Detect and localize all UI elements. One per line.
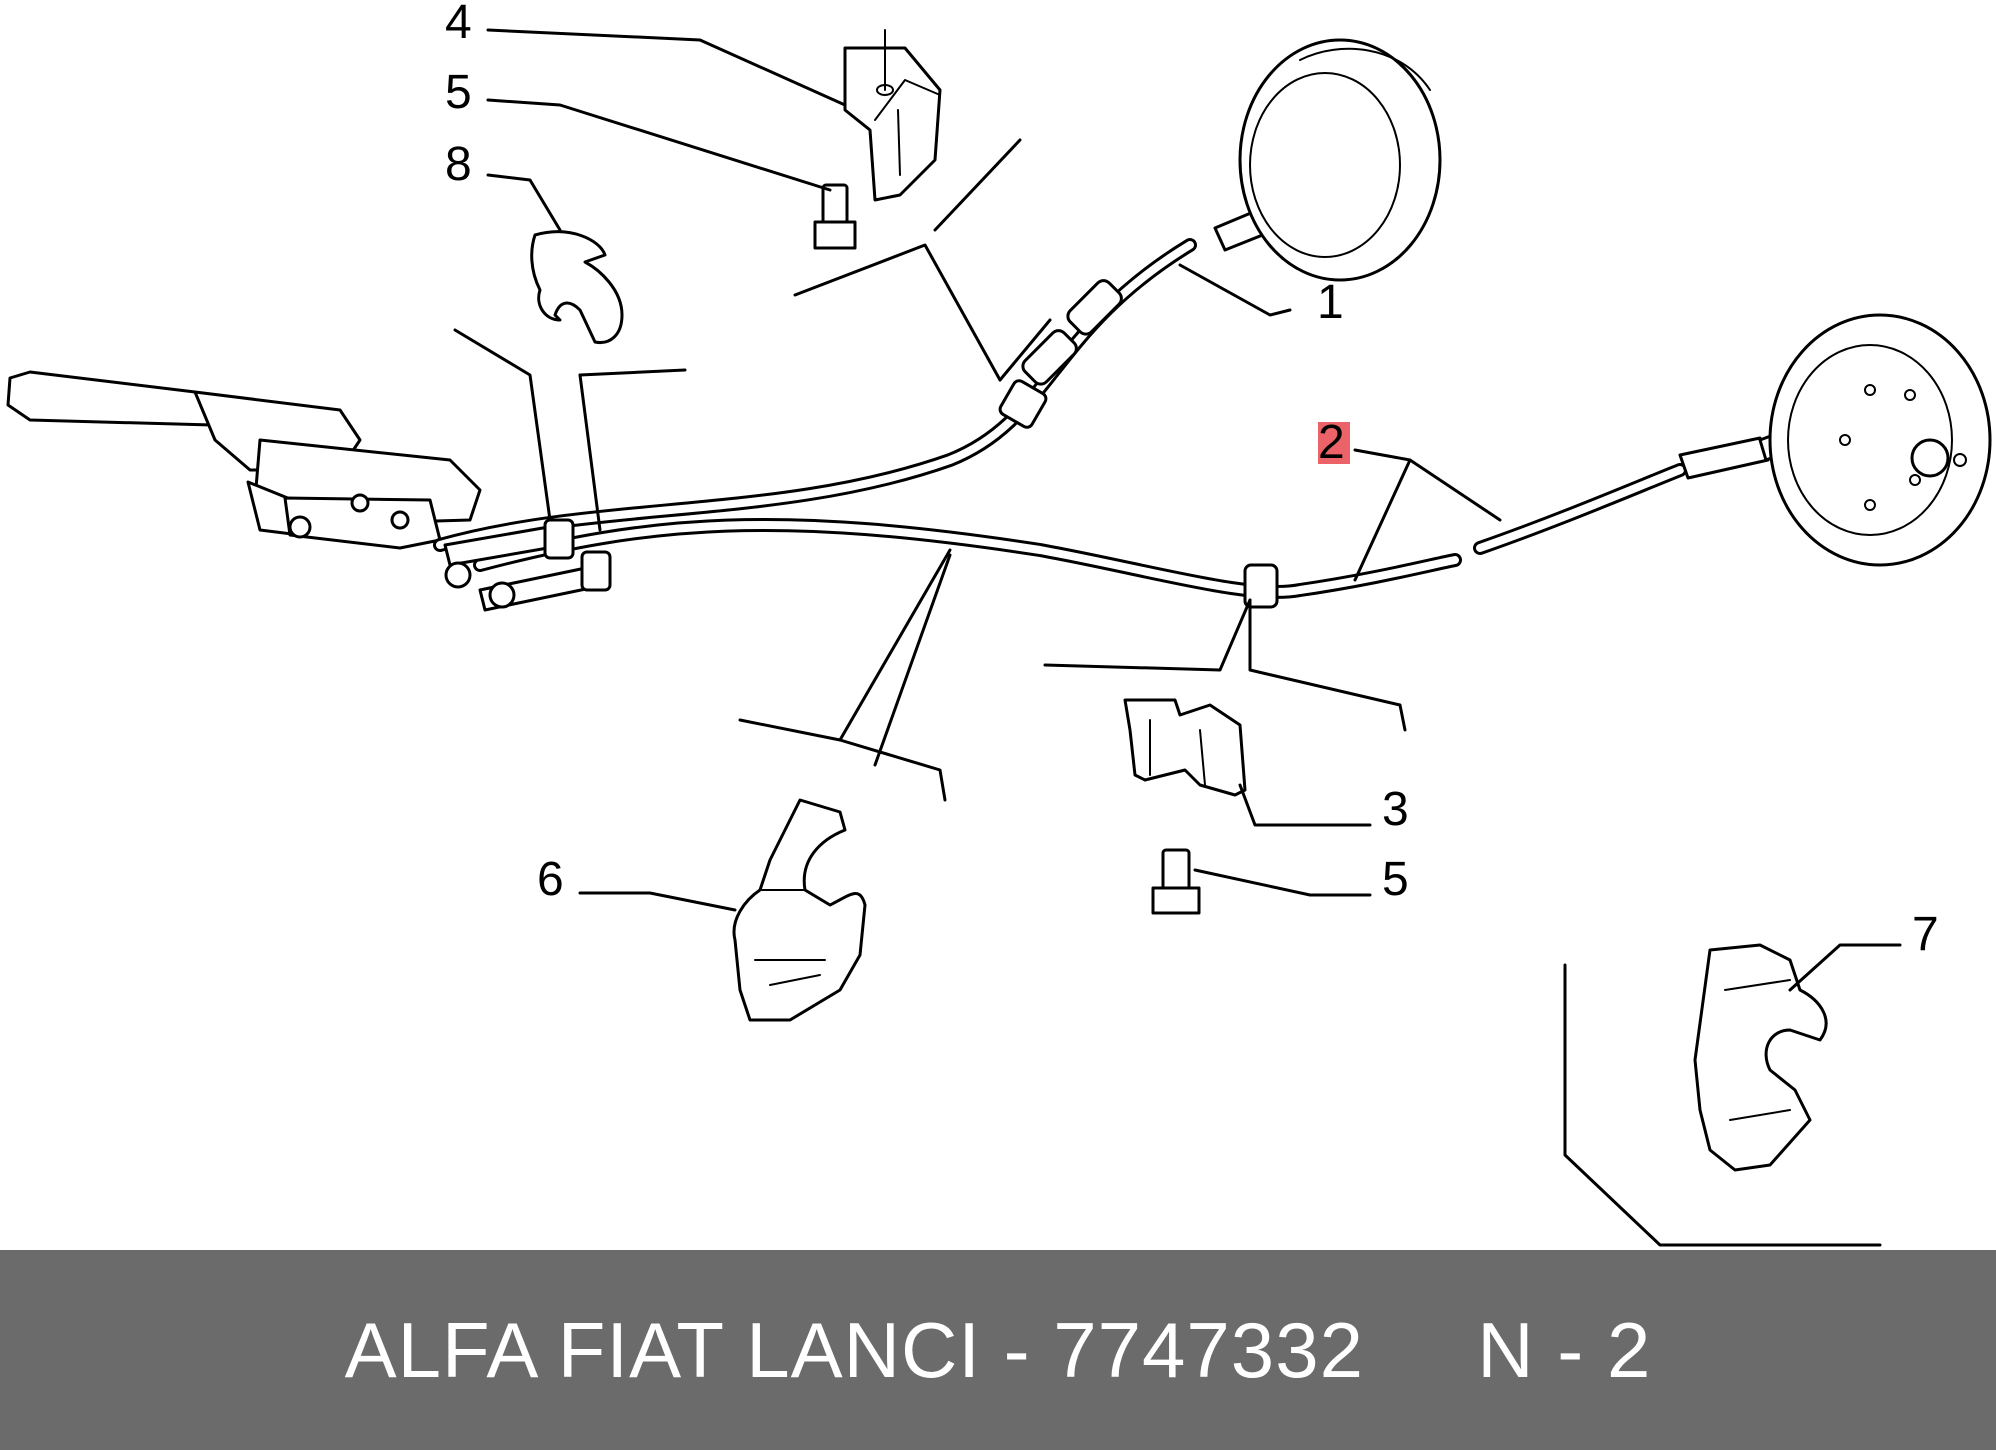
cable-part-2 <box>473 414 1808 609</box>
clip-part-8 <box>1693 943 1828 1172</box>
clip-part-3 <box>1123 698 1247 797</box>
part-number-footer: ALFA FIAT LANCI - 7747332 N - 2 <box>0 1250 1996 1450</box>
callout-7: 8 <box>445 138 472 191</box>
highlight-box <box>1318 422 1350 464</box>
brake-drum-lower <box>1768 313 1992 567</box>
handbrake-lever <box>6 370 482 550</box>
callout-4: 4 <box>445 0 472 49</box>
callout-5-lower: 5 <box>1382 853 1409 906</box>
part-number-text: ALFA FIAT LANCI - 7747332 N - 2 <box>344 1305 1652 1394</box>
callout-5-upper: 5 <box>445 66 472 119</box>
callout-2: 2 <box>1318 416 1345 469</box>
parts-diagram: 4 5 8 1 2 3 5 6 7 <box>6 0 1992 1247</box>
cable-part-1 <box>433 162 1381 552</box>
bracket-part-4 <box>843 29 942 202</box>
clip-part-7 <box>530 230 624 345</box>
callout-labels: 4 5 8 1 2 3 5 6 7 <box>445 0 1939 961</box>
clip-part-6 <box>732 798 867 1022</box>
callout-3: 3 <box>1382 783 1409 836</box>
bolt-part-5-upper <box>813 183 857 250</box>
bolt-part-5-lower <box>1151 848 1201 915</box>
leader-lines <box>453 28 1902 1247</box>
cable-end-fittings <box>443 518 612 612</box>
brake-drum-upper <box>1238 38 1442 282</box>
callout-8: 7 <box>1912 908 1939 961</box>
callout-6: 6 <box>537 853 564 906</box>
callout-1: 1 <box>1317 276 1344 329</box>
